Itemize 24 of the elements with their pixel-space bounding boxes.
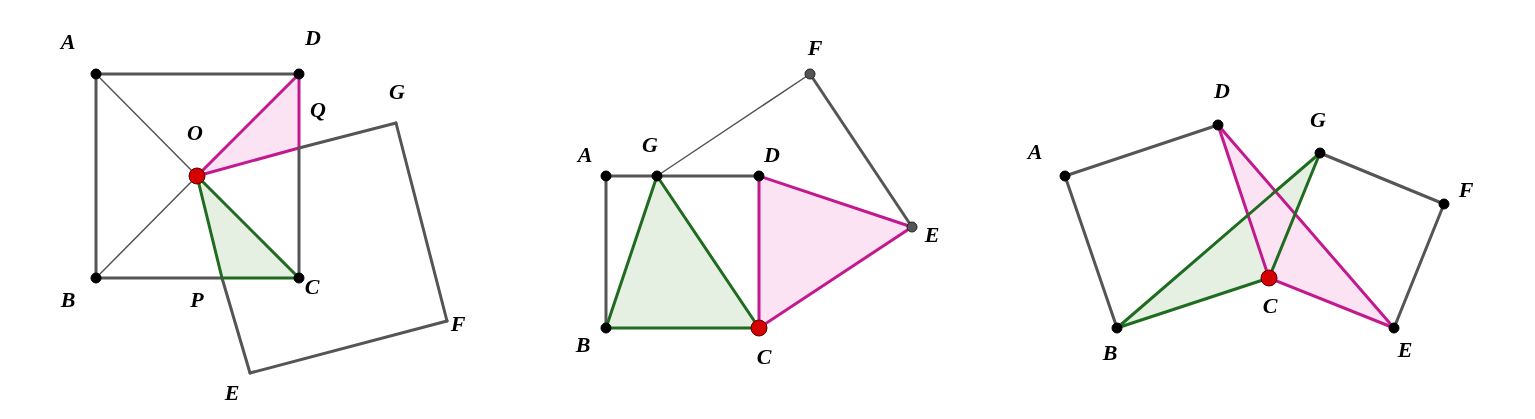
- point-label: G: [389, 81, 405, 103]
- point-label: A: [1027, 141, 1043, 163]
- point-label: P: [190, 289, 204, 311]
- point-label: O: [187, 122, 203, 144]
- point-label: F: [807, 37, 823, 59]
- point-label: E: [924, 224, 940, 246]
- point-label: B: [1102, 342, 1118, 364]
- point-label: B: [575, 334, 591, 356]
- point-label: Q: [310, 99, 326, 121]
- point-label: A: [60, 31, 76, 53]
- point-label: G: [642, 134, 658, 156]
- point-label: A: [577, 144, 593, 166]
- point-label: E: [224, 382, 240, 404]
- point-label: C: [304, 276, 320, 298]
- point-label: B: [60, 289, 76, 311]
- point-label: C: [756, 346, 772, 368]
- point-label: F: [1458, 179, 1474, 201]
- point-label: C: [1262, 295, 1278, 317]
- point-label: D: [1214, 80, 1230, 102]
- point-label: D: [764, 144, 780, 166]
- point-label: D: [305, 27, 321, 49]
- point-label: G: [1310, 109, 1326, 131]
- point-label: E: [1397, 339, 1413, 361]
- point-label: F: [450, 313, 466, 335]
